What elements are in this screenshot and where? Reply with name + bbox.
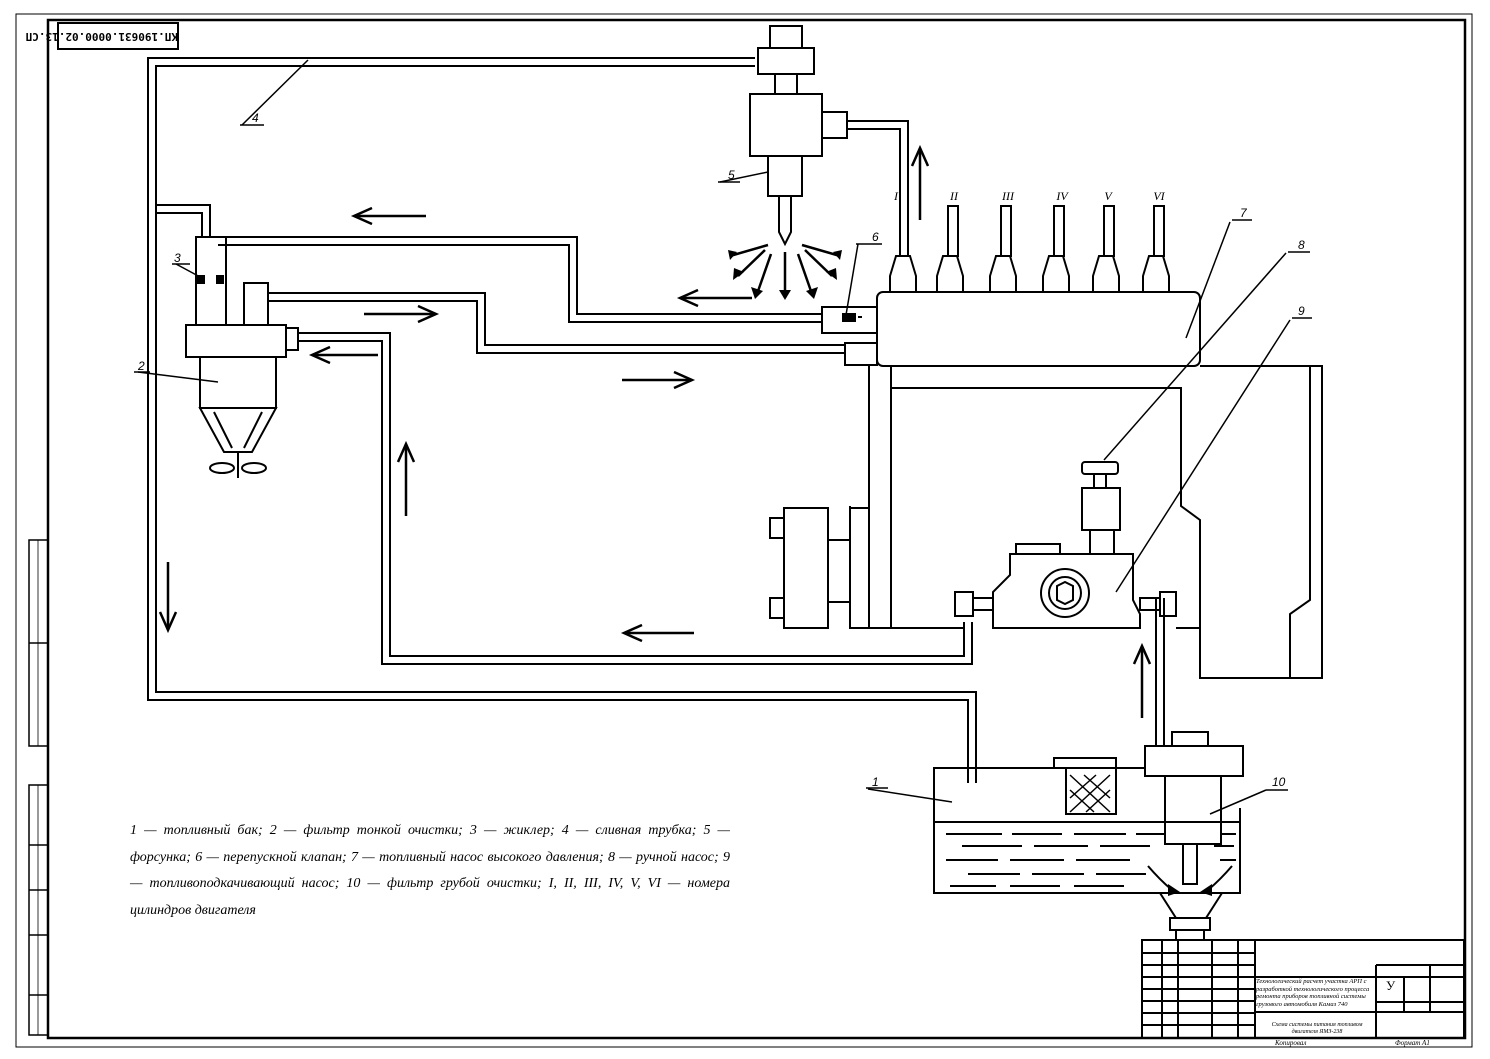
legend-line: 1 — топливный бак; 2 — фильтр тонкой очи… [130,823,642,838]
sheet-border [15,13,1473,1048]
title-block-letter: У [1386,978,1396,993]
coarse-filter-10 [1144,731,1244,891]
label-injector: 5 [728,168,735,182]
label-fine-filter: 2 [137,359,145,373]
injector-5 [749,25,848,247]
cylinder-label: III [1001,189,1015,203]
legend: 1 — топливный бак; 2 — фильтр тонкой очи… [130,818,730,924]
cylinder-label: I [893,189,899,203]
label-jet: 3 [174,251,181,265]
title-block-format: Формат А1 [1395,1039,1430,1047]
label-drain-pipe: 4 [252,111,259,125]
fuel-level-lines [946,833,1236,887]
flow-arrows [158,144,1152,718]
return-pipe [218,236,822,323]
label-feed-pump: 9 [1298,304,1305,318]
leader-lines [134,59,1312,815]
hand-pump-8 [1081,461,1121,555]
label-tank: 1 [872,775,879,789]
drain-pipe-4 [147,57,977,783]
title-block [1141,939,1465,1039]
cylinder-label: V [1104,189,1113,203]
title-block-title: Технологический расчет участка АРП с раз… [1256,978,1370,1008]
hp-line-1 [847,120,909,256]
filter-drain-branch [156,204,211,237]
delivery-sections [889,205,1170,293]
label-hand-pump: 8 [1298,238,1305,252]
cylinder-label: IV [1055,189,1069,203]
hp-pump-7 [769,291,1323,679]
label-coarse-filter: 10 [1272,775,1286,789]
stamp-box [57,22,179,50]
suction-pipe [1155,598,1165,745]
filter-to-pump-pipe [268,292,845,354]
label-bypass-valve: 6 [872,230,879,244]
feed-pump-9 [954,543,1177,629]
left-binding-strip [28,539,49,1036]
cylinder-label: II [949,189,959,203]
filler-crosshatch [1069,774,1111,813]
spray-cone [729,243,841,298]
feed-pipe [298,332,973,665]
jet-3 [197,275,224,284]
drawing-frame [46,18,1467,1040]
title-block-drawing-name: Схема системы питания топливом двигателя… [1271,1022,1363,1035]
fine-filter-2 [185,236,299,478]
fuel-tank-1 [933,757,1241,941]
legend-line: грубой очистки; I, II, III, IV, V, VI — … [130,876,730,918]
legend-line: давления; 8 — ручной насос; 9 — топливоп… [130,849,731,892]
title-block-copied: Копировал [1275,1039,1307,1047]
bypass-valve-6 [842,313,862,322]
legend-line: трубка; 5 — форсунка; 6 — перепускной кл… [130,823,731,865]
document-stamp: КП.190631.0000.02.13.СП [25,30,178,43]
label-hp-pump: 7 [1240,206,1248,220]
cylinder-label: VI [1153,189,1165,203]
